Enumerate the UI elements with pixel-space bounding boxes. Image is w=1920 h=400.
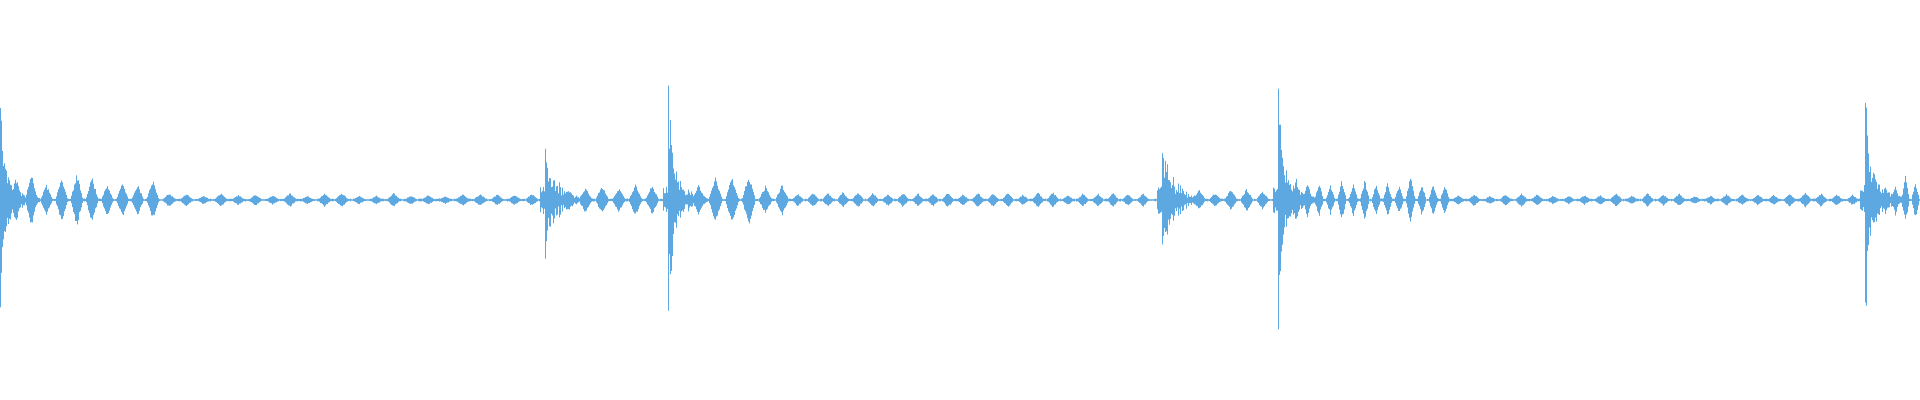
waveform-samples: [0, 85, 1920, 330]
